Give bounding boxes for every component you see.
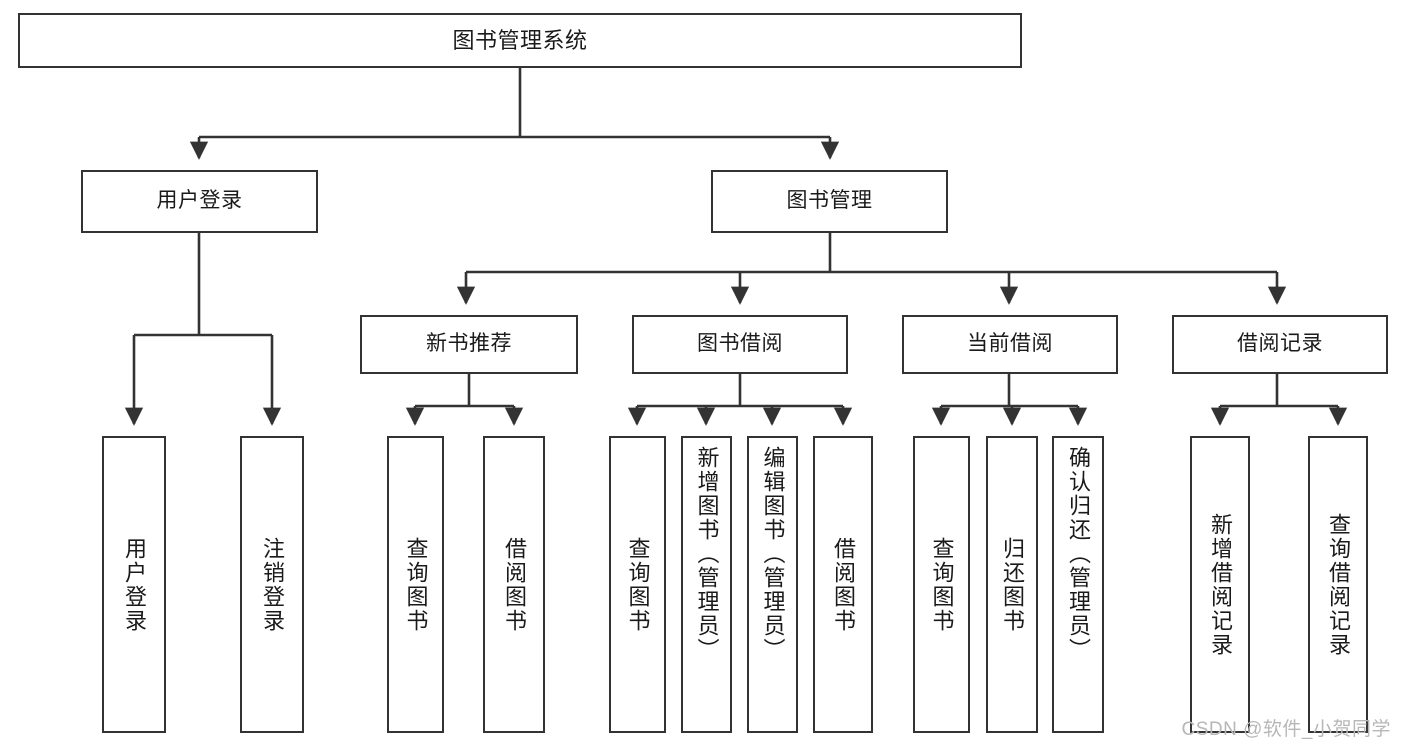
node-new-book-rec[interactable]: 新书推荐 (360, 315, 578, 374)
node-book-manage[interactable]: 图书管理 (711, 170, 948, 233)
node-leaf-borrow-book-rec[interactable]: 借阅图书 (483, 436, 545, 733)
node-leaf-borrow-book[interactable]: 借阅图书 (813, 436, 873, 733)
watermark-text: CSDN @软件_小贺同学 (1181, 719, 1391, 740)
node-leaf-add-record[interactable]: 新增借阅记录 (1190, 436, 1250, 733)
node-leaf-query-record[interactable]: 查询借阅记录 (1308, 436, 1368, 733)
node-leaf-query-book-rec[interactable]: 查询图书 (387, 436, 444, 733)
node-root-label: 图书管理系统 (452, 27, 588, 53)
node-leaf-add-book-label: 新增图书（管理员） (694, 446, 720, 662)
node-leaf-query-book-label: 查询图书 (625, 536, 651, 633)
node-leaf-add-book[interactable]: 新增图书（管理员） (681, 436, 732, 733)
node-book-borrow[interactable]: 图书借阅 (632, 315, 848, 374)
node-user-login-label: 用户登录 (156, 189, 243, 213)
node-leaf-query-book-cur-label: 查询图书 (929, 536, 955, 633)
node-leaf-query-book[interactable]: 查询图书 (609, 436, 666, 733)
node-leaf-edit-book[interactable]: 编辑图书（管理员） (747, 436, 798, 733)
node-user-login[interactable]: 用户登录 (81, 170, 318, 233)
node-leaf-confirm-return[interactable]: 确认归还（管理员） (1052, 436, 1104, 733)
node-leaf-query-book-rec-label: 查询图书 (403, 536, 429, 633)
node-current-borrow[interactable]: 当前借阅 (902, 315, 1118, 374)
node-leaf-add-record-label: 新增借阅记录 (1208, 512, 1233, 657)
node-leaf-return-book[interactable]: 归还图书 (986, 436, 1038, 733)
node-borrow-record[interactable]: 借阅记录 (1172, 315, 1388, 374)
node-leaf-query-record-label: 查询借阅记录 (1326, 512, 1351, 657)
node-leaf-user-login[interactable]: 用户登录 (102, 436, 166, 733)
node-leaf-user-login-label: 用户登录 (122, 536, 147, 633)
node-leaf-borrow-book-label: 借阅图书 (831, 536, 856, 633)
node-leaf-query-book-cur[interactable]: 查询图书 (913, 436, 970, 733)
node-leaf-edit-book-label: 编辑图书（管理员） (760, 446, 786, 662)
node-book-manage-label: 图书管理 (786, 189, 873, 213)
node-leaf-user-logout-label: 注销登录 (260, 536, 285, 633)
node-leaf-user-logout[interactable]: 注销登录 (240, 436, 304, 733)
node-leaf-confirm-return-label: 确认归还（管理员） (1066, 446, 1091, 662)
node-current-borrow-label: 当前借阅 (967, 332, 1053, 356)
node-leaf-borrow-book-rec-label: 借阅图书 (502, 536, 527, 633)
node-root[interactable]: 图书管理系统 (18, 13, 1022, 68)
node-borrow-record-label: 借阅记录 (1237, 332, 1323, 356)
node-new-book-rec-label: 新书推荐 (426, 332, 512, 356)
node-book-borrow-label: 图书借阅 (697, 332, 783, 356)
node-leaf-return-book-label: 归还图书 (1000, 536, 1025, 633)
